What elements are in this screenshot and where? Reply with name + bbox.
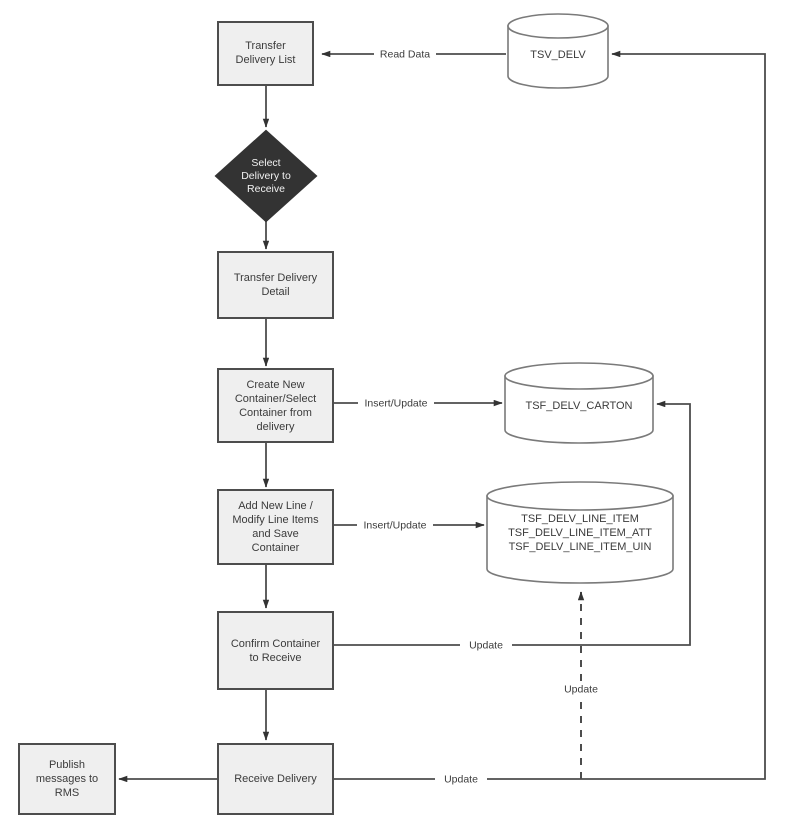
tsf-delv-line-item-label-line-3: TSF_DELV_LINE_ITEM_UIN: [509, 541, 652, 553]
node-tsf-delv-carton[interactable]: TSF_DELV_CARTON: [504, 362, 654, 444]
edge-addline-to-lineitem: Insert/Update: [333, 517, 485, 533]
tsv-delv-cylinder-top: [507, 13, 609, 39]
tsf-delv-line-item-cylinder-top: [486, 481, 674, 511]
tsf-delv-carton-cylinder-top: [504, 362, 654, 390]
select-delivery-to-receive-label-line-1: Select: [251, 157, 280, 169]
create-new-container-label-line-3: Container from: [239, 407, 312, 419]
confirm-container-to-receive-label-line-1: Confirm Container: [231, 638, 321, 650]
edge-create-to-carton-label-bg: [358, 395, 434, 411]
publish-messages-to-rms-label-line-2: messages to: [36, 773, 98, 785]
tsf-delv-carton-label-line-1: TSF_DELV_CARTON: [526, 400, 633, 412]
edge-addline-to-lineitem-label: Insert/Update: [363, 519, 426, 531]
tsf-delv-line-item-label-line-2: TSF_DELV_LINE_ITEM_ATT: [508, 527, 652, 539]
add-new-line-label-line-3: and Save: [252, 528, 298, 540]
add-new-line-label-line-1: Add New Line /: [238, 500, 314, 512]
create-new-container-label-line-4: delivery: [257, 421, 295, 433]
add-new-line-box[interactable]: [217, 489, 334, 565]
transfer-delivery-list-label-line-1: Transfer: [245, 40, 286, 52]
add-new-line-label-line-4: Container: [252, 542, 300, 554]
edge-receive-to-tsv-label: Update: [444, 773, 478, 785]
node-receive-delivery[interactable]: Receive Delivery: [217, 743, 334, 815]
transfer-delivery-list-box[interactable]: [217, 21, 314, 86]
edge-receive-to-lineitem-label-bg: [555, 681, 607, 697]
select-delivery-to-receive-label-line-3: Receive: [247, 183, 285, 195]
edge-receive-to-tsv: Update: [333, 50, 766, 787]
node-add-new-line[interactable]: Add New Line / Modify Line Items and Sav…: [217, 489, 334, 565]
publish-messages-to-rms-box[interactable]: [18, 743, 116, 815]
node-publish-messages-to-rms[interactable]: Publish messages to RMS: [18, 743, 116, 815]
confirm-container-to-receive-box[interactable]: [217, 611, 334, 690]
publish-messages-to-rms-label-line-3: RMS: [55, 787, 79, 799]
edge-create-to-carton: Insert/Update: [333, 395, 503, 411]
tsf-delv-line-item-cylinder-body[interactable]: [486, 495, 674, 584]
tsv-delv-label-line-1: TSV_DELV: [530, 49, 586, 61]
node-transfer-delivery-list[interactable]: Transfer Delivery List: [217, 21, 314, 86]
add-new-line-label-line-2: Modify Line Items: [232, 514, 319, 526]
edge-read-data: Read Data: [321, 46, 506, 62]
transfer-delivery-detail-label-line-1: Transfer Delivery: [234, 272, 318, 284]
publish-messages-to-rms-label-line-1: Publish: [49, 759, 85, 771]
edge-confirm-to-carton-label: Update: [469, 639, 503, 651]
edge-confirm-to-carton-label-bg: [460, 637, 512, 653]
node-select-delivery-to-receive[interactable]: Select Delivery to Receive: [214, 129, 318, 223]
edge-receive-to-lineitem-label: Update: [564, 683, 598, 695]
node-create-new-container[interactable]: Create New Container/Select Container fr…: [217, 368, 334, 443]
edge-receive-to-lineitem: Update: [555, 591, 607, 779]
transfer-delivery-detail-box[interactable]: [217, 251, 334, 319]
create-new-container-label-line-2: Container/Select: [235, 393, 316, 405]
node-transfer-delivery-detail[interactable]: Transfer Delivery Detail: [217, 251, 334, 319]
edge-receive-to-tsv-label-bg: [435, 771, 487, 787]
create-new-container-box[interactable]: [217, 368, 334, 443]
receive-delivery-label-line-1: Receive Delivery: [234, 773, 317, 785]
edge-create-to-carton-label: Insert/Update: [364, 397, 427, 409]
select-delivery-to-receive-label-line-2: Delivery to: [241, 170, 291, 182]
edge-receive-to-tsv-line: [333, 50, 766, 780]
node-tsf-delv-line-item[interactable]: TSF_DELV_LINE_ITEM TSF_DELV_LINE_ITEM_AT…: [486, 481, 674, 584]
create-new-container-label-line-1: Create New: [246, 379, 304, 391]
node-confirm-container-to-receive[interactable]: Confirm Container to Receive: [217, 611, 334, 690]
transfer-delivery-list-label-line-2: Delivery List: [236, 54, 296, 66]
edge-addline-to-lineitem-label-bg: [357, 517, 433, 533]
confirm-container-to-receive-label-line-2: to Receive: [250, 652, 302, 664]
edge-read-data-label: Read Data: [380, 48, 430, 60]
receive-delivery-box[interactable]: [217, 743, 334, 815]
edge-confirm-to-carton: Update: [333, 400, 691, 653]
transfer-delivery-detail-label-line-2: Detail: [261, 286, 289, 298]
select-delivery-to-receive-diamond[interactable]: [214, 129, 318, 223]
edge-read-data-label-bg: [374, 46, 436, 62]
node-tsv-delv[interactable]: TSV_DELV: [507, 13, 609, 89]
tsv-delv-cylinder-body[interactable]: [507, 25, 609, 89]
tsf-delv-line-item-label-line-1: TSF_DELV_LINE_ITEM: [521, 513, 639, 525]
tsf-delv-carton-cylinder-body[interactable]: [504, 375, 654, 444]
